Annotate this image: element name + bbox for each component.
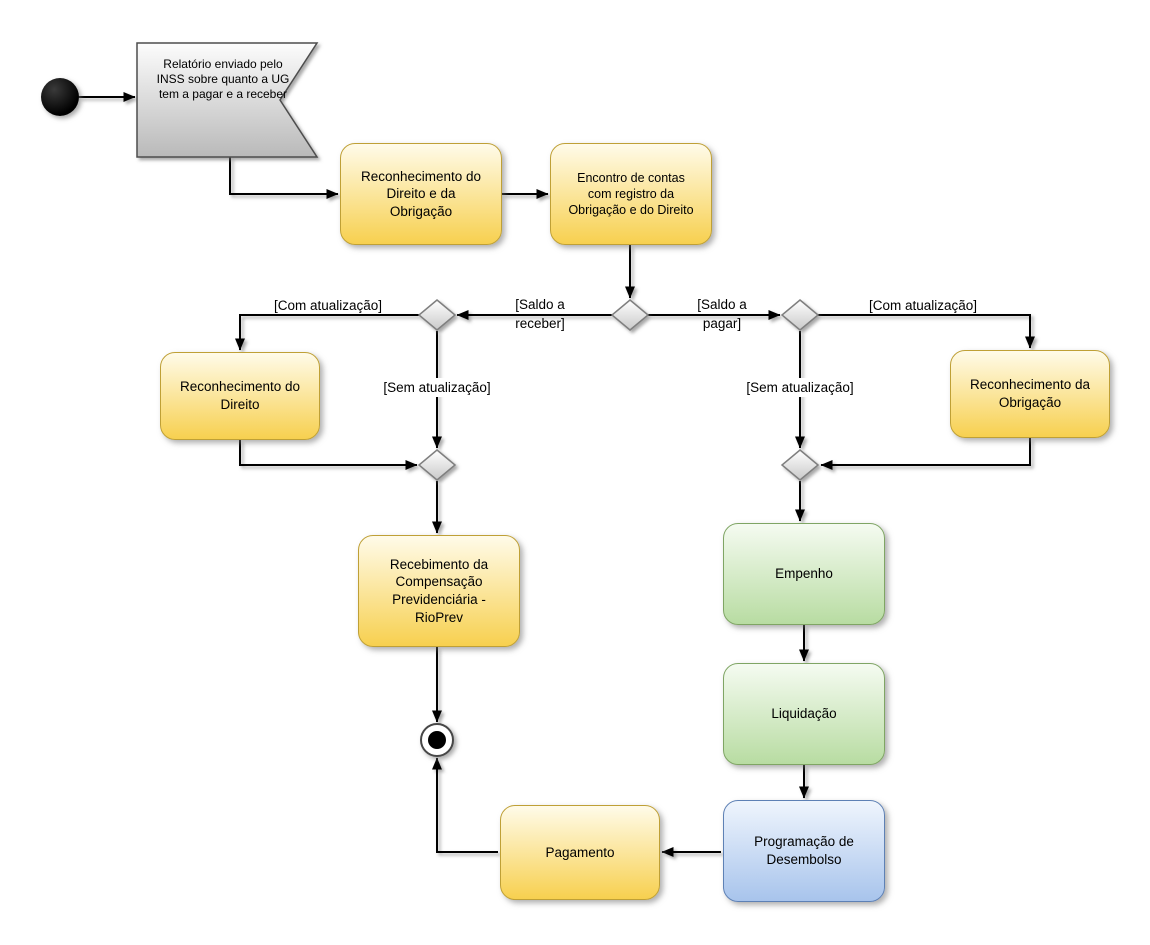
decision-left-atualizacao-diamond (417, 299, 457, 331)
accept-event-label: Relatório enviado pelo INSS sobre quanto… (156, 57, 290, 101)
action-encontro-contas: Encontro de contas com registro da Obrig… (550, 143, 712, 245)
final-node-core (428, 731, 446, 749)
guard-saldo-a-pagar: [Saldo a pagar] (697, 297, 747, 331)
action-recebimento-compensacao: Recebimento da Compensação Previdenciári… (358, 535, 520, 647)
action-empenho: Empenho (723, 523, 885, 625)
edge-reconhecimento-direito-to-merge (239, 440, 418, 470)
action-reconhecimento-direito: Reconhecimento do Direito (160, 352, 320, 440)
edge-reconhecimento-obrigacao-to-merge (820, 438, 1031, 470)
action-programacao-desembolso: Programação de Desembolso (723, 800, 885, 902)
guard-saldo-a-receber: [Saldo a receber] (515, 297, 565, 331)
action-reconhecimento-obrigacao: Reconhecimento da Obrigação (950, 350, 1110, 438)
accept-event-shape (136, 42, 319, 158)
decision-saldo-diamond (610, 299, 650, 331)
action-reconhecimento-direito-obrigacao: Reconhecimento do Direito e da Obrigação (340, 143, 502, 245)
guard-sem-atualizacao-right: [Sem atualização] (730, 378, 870, 397)
edge-left-com-atualizacao (235, 314, 419, 351)
action-liquidacao: Liquidação (723, 663, 885, 765)
merge-right-diamond (780, 449, 820, 481)
decision-right-atualizacao-diamond (780, 299, 820, 331)
initial-node (41, 78, 79, 116)
final-node (420, 723, 454, 757)
merge-left-diamond (417, 449, 457, 481)
guard-com-atualizacao-left: [Com atualização] (273, 298, 383, 313)
guard-sem-atualizacao-left: [Sem atualização] (367, 378, 507, 397)
edge-pagamento-to-final (432, 757, 498, 853)
edge-right-com-atualizacao (818, 314, 1035, 349)
guard-com-atualizacao-right: [Com atualização] (868, 298, 978, 313)
action-pagamento: Pagamento (500, 805, 660, 900)
edge-relatorio-to-reconhecimento-direito-obrigacao (229, 157, 339, 199)
